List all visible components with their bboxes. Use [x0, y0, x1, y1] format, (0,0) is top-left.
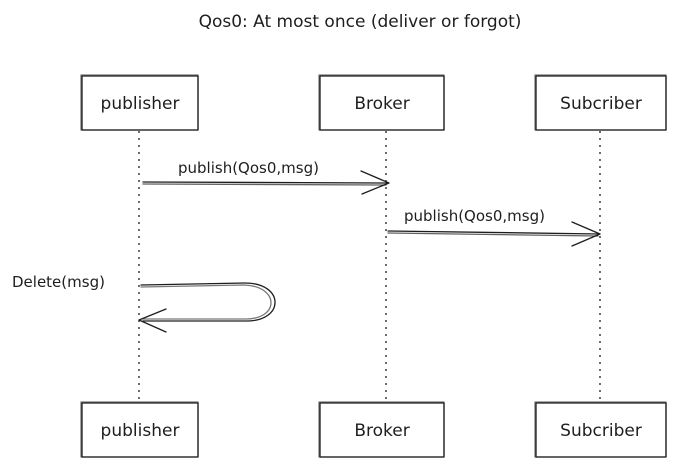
message-publisher-self: Delete(msg) [12, 273, 276, 333]
arrowhead-icon [571, 221, 601, 247]
participant-label: Subcriber [560, 421, 642, 441]
diagram-title: Qos0: At most once (deliver or forgot) [199, 12, 522, 32]
arrowhead-icon [138, 308, 167, 333]
participant-subscriber-bottom: Subcriber [534, 401, 667, 458]
participant-label: Broker [354, 94, 409, 114]
message-label: publish(Qos0,msg) [178, 159, 319, 177]
participant-label: Subcriber [560, 94, 642, 114]
arrowhead-icon [360, 170, 390, 195]
participant-broker-top: Broker [318, 74, 445, 131]
participant-publisher-bottom: publisher [80, 401, 199, 458]
message-label: publish(Qos0,msg) [404, 207, 545, 225]
participant-publisher-top: publisher [80, 74, 199, 131]
message-label: Delete(msg) [12, 273, 105, 291]
participant-label: publisher [101, 421, 180, 441]
participant-label: Broker [354, 421, 409, 441]
message-publisher-to-broker: publish(Qos0,msg) [142, 159, 390, 195]
participant-broker-bottom: Broker [318, 401, 445, 458]
participant-subscriber-top: Subcriber [534, 74, 667, 131]
participant-label: publisher [101, 94, 180, 114]
message-broker-to-subscriber: publish(Qos0,msg) [387, 207, 601, 247]
